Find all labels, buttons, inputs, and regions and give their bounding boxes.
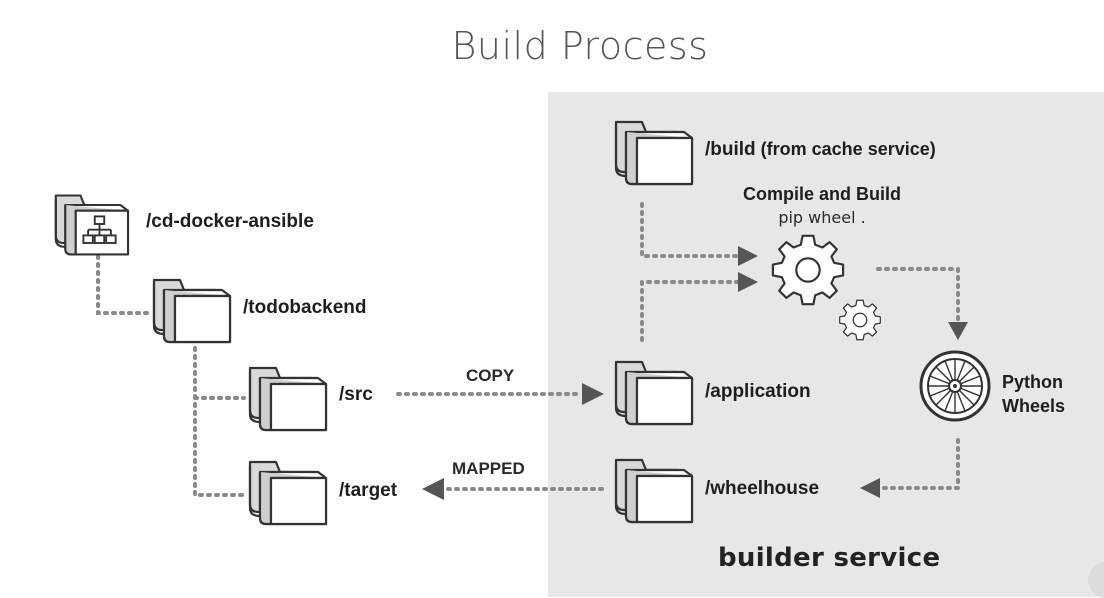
build-note: (from cache service)	[755, 139, 936, 159]
mapped-label: MAPPED	[452, 459, 525, 478]
folder-label-build: /build (from cache service)	[705, 139, 936, 161]
compile-heading: Compile and Build	[742, 184, 901, 204]
diagram-title: Build Process	[451, 24, 709, 68]
wheels-label-line2: Wheels	[1002, 396, 1066, 416]
application-arrowhead	[738, 272, 758, 292]
compile-command: pip wheel .	[778, 208, 866, 227]
folder-icon-application	[614, 360, 694, 426]
mapped-arrowhead	[422, 478, 444, 500]
folder-icon-wheelhouse	[614, 458, 694, 524]
folder-label-todobackend: /todobackend	[243, 297, 367, 318]
folder-icon-src	[248, 366, 328, 432]
folder-icon-todobackend	[152, 278, 232, 344]
copy-label: COPY	[466, 366, 515, 385]
tree-connectors	[96, 202, 960, 497]
wheels-arrowhead	[948, 322, 968, 340]
wheels-label-line1: Python	[1002, 372, 1063, 392]
builder-service-label: builder service	[718, 543, 941, 573]
corner-badge	[1088, 562, 1104, 598]
copy-arrowhead	[582, 383, 604, 405]
folder-label-application: /application	[705, 381, 811, 402]
folder-label-wheelhouse: /wheelhouse	[705, 478, 820, 499]
wheel-icon	[919, 350, 991, 422]
folder-icon-target	[248, 460, 328, 526]
gear-icon-large	[771, 234, 845, 306]
sitemap-icon	[82, 215, 117, 244]
folder-icon-build	[614, 120, 694, 186]
gear-icon-small	[839, 299, 881, 341]
folder-icon-root	[54, 194, 130, 256]
build-path: /build	[705, 139, 756, 160]
wheelhouse-arrowhead	[860, 478, 880, 498]
build-arrowhead	[738, 246, 758, 266]
folder-label-root: /cd-docker-ansible	[146, 211, 314, 232]
folder-label-src: /src	[339, 384, 373, 405]
folder-label-target: /target	[339, 480, 398, 501]
